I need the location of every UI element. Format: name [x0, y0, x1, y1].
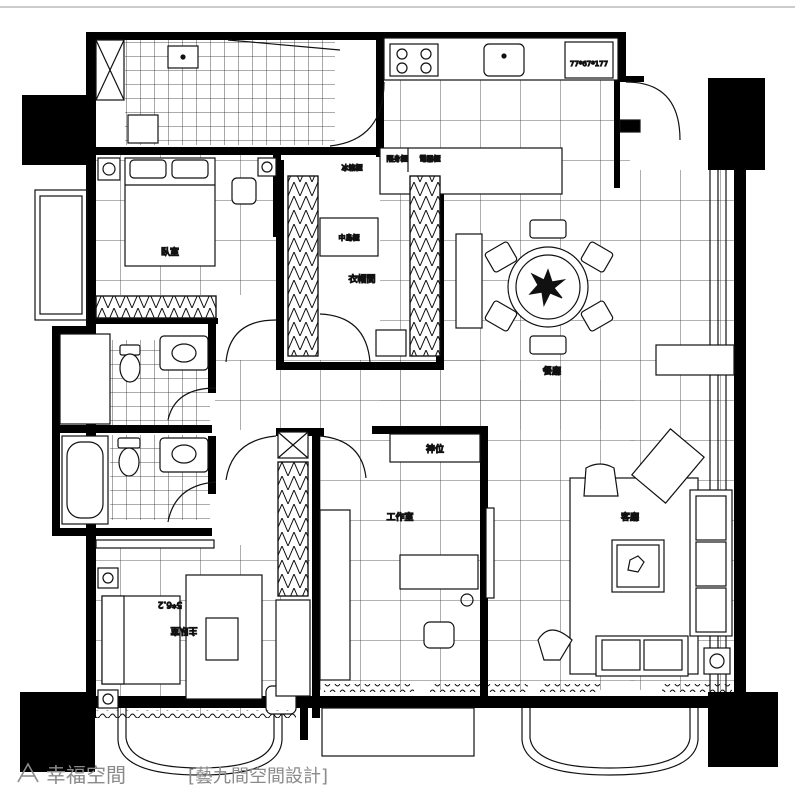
lounge-chair [631, 428, 705, 504]
coffee-table [611, 539, 665, 593]
watermark-brand: 幸福空間 [46, 763, 126, 787]
armchair [537, 629, 573, 661]
island-cabinet [319, 217, 379, 257]
curtains [96, 684, 732, 718]
toilet-icon [119, 353, 141, 383]
master-bedroom: 5*6.2 主臥室 [95, 539, 311, 715]
house-logo-icon [17, 762, 39, 783]
island-label: 中島櫃 [339, 233, 360, 242]
fridge-icon [564, 41, 614, 79]
master-bed-frame [185, 574, 263, 700]
room-label-bedroom: 臥室 [161, 246, 179, 258]
bathroom-door [167, 481, 217, 523]
altar-cabinet [389, 433, 481, 463]
sink-icon [159, 437, 209, 473]
study-chair [423, 621, 455, 649]
bedroom: 臥室 [95, 157, 277, 319]
room-label-walk-in-closet: 衣帽間 [348, 273, 375, 285]
service-area [95, 39, 341, 144]
toilet-icon [118, 447, 140, 477]
room-label-study: 工作室 [386, 511, 413, 523]
sideboard [455, 233, 483, 329]
room-label-living: 客廳 [621, 511, 639, 523]
sink-icon [483, 43, 525, 77]
watermark-designer: [藝九間空間設計] [188, 766, 328, 787]
stove-icon [389, 43, 439, 77]
kitchen-door [329, 81, 385, 147]
bathtub-icon [61, 435, 109, 525]
living-room: 客廳 [537, 428, 733, 677]
cabinet-left-label: 隔身櫃 [387, 154, 408, 163]
study: 神位 工作室 [319, 433, 495, 681]
walk-in-closet: 中島櫃 衣帽間 [225, 175, 441, 363]
bed-size-label: 5*6.2 [158, 599, 183, 609]
study-desk [399, 554, 479, 590]
watermark: 幸福空間 [藝九間空間設計] [17, 762, 328, 787]
fridge-cabinet-label: 冰箱櫃 [342, 163, 363, 172]
armchair [583, 463, 619, 497]
dining-area: 餐廳 [455, 81, 735, 378]
nightstand [97, 157, 121, 181]
bathroom-2 [61, 435, 217, 525]
study-cabinet [319, 509, 351, 681]
appliance-size-label: 77*67*177 [570, 60, 608, 68]
room-label-master-bedroom: 主臥室 [170, 625, 197, 637]
dining-chairs [484, 219, 614, 355]
hall-closet [225, 431, 309, 597]
sink-icon [159, 335, 209, 371]
room-label-altar: 神位 [426, 443, 444, 455]
cabinet-right-label: 電器櫃 [420, 154, 441, 163]
bedroom-chair [231, 177, 257, 205]
entrance-door [625, 81, 681, 141]
room-label-dining: 餐廳 [543, 365, 561, 377]
bathroom-1 [59, 333, 217, 425]
bathroom-door [167, 387, 217, 421]
